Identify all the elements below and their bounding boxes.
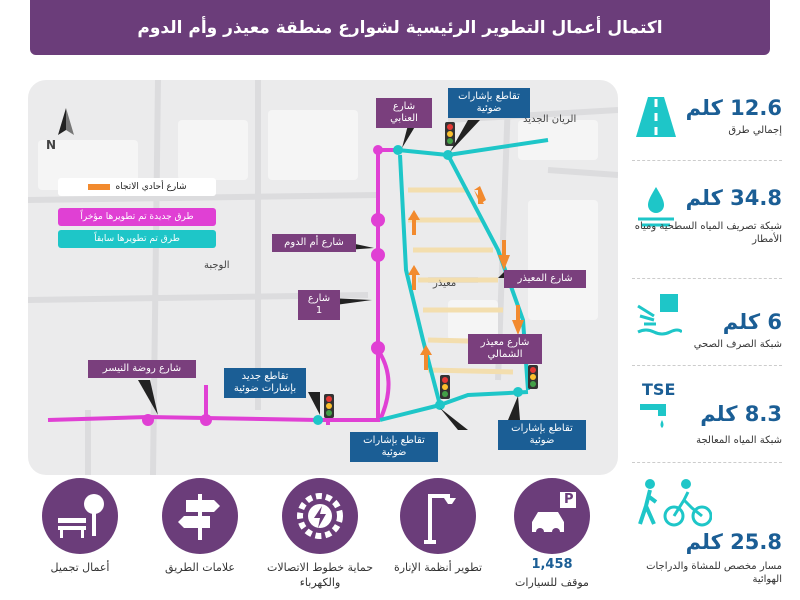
tse-tap-icon: TSE: [636, 380, 686, 430]
stat-sewage-number: 6 كلم: [722, 310, 782, 334]
power-protection-icon: [282, 478, 358, 554]
stat-sewage-label: شبكة الصرف الصحي: [693, 339, 782, 350]
stat-drain-number: 34.8 كلم: [685, 186, 782, 210]
legend-new-roads: طرق جديدة تم تطويرها مؤخراً: [58, 208, 216, 226]
north-arrow-icon: [58, 108, 74, 135]
park-bench-icon: [42, 478, 118, 554]
callout-muaither-north: شارع معيذر الشمالي: [468, 334, 542, 364]
new-road-nodes: [142, 145, 385, 426]
divider: [632, 365, 782, 366]
area-rayyan: الريان الجديد: [523, 114, 577, 125]
callout-muaither: شارع المعيذر: [504, 270, 586, 288]
rain-drain-icon: [634, 185, 678, 229]
legend-old-roads-label: طرق تم تطويرها سابقاً: [94, 234, 180, 244]
stat-roads-number: 12.6 كلم: [685, 96, 782, 120]
parking-p: P: [564, 492, 574, 507]
stat-paths-label: مسار مخصص للمشاة والدراجات الهوائية: [646, 561, 782, 585]
street-light-icon: [400, 478, 476, 554]
beautification-label: أعمال تجميل: [50, 561, 110, 574]
traffic-light-icons: [324, 122, 538, 418]
callout-signal-bottom-right: تقاطع بإشارات ضوئية: [498, 420, 586, 450]
protection-label: حماية خطوط الاتصالات والكهرباء: [266, 561, 374, 589]
orange-arrow-icon: [87, 184, 110, 190]
north-label: N: [46, 138, 57, 152]
area-wajba: الوجبة: [204, 260, 230, 271]
legend-old-roads: طرق تم تطويرها سابقاً: [58, 230, 216, 248]
area-muaither: معيذر: [433, 278, 457, 289]
stat-roads-label: إجمالي طرق: [728, 125, 782, 136]
sewage-icon: [634, 292, 684, 336]
divider: [632, 462, 782, 463]
background-blocks: [38, 110, 598, 340]
callout-signal-bottom-mid: تقاطع بإشارات ضوئية: [350, 432, 438, 462]
signal-nodes: [313, 145, 523, 425]
callout-new-signal: تقاطع جديد بإشارات ضوئية: [224, 368, 306, 398]
one-way-arrows: [408, 186, 524, 370]
parking-number: 1,458: [531, 557, 573, 572]
page-title: اكتمال أعمال التطوير الرئيسية لشوارع منط…: [30, 0, 770, 55]
road-sign-icon: [162, 478, 238, 554]
legend-new-roads-label: طرق جديدة تم تطويرها مؤخراً: [80, 212, 194, 222]
map-canvas: [28, 80, 618, 475]
stat-tse-label: شبكة المياه المعالجة: [696, 435, 782, 446]
callout-signal-top: تقاطع بإشارات ضوئية: [448, 88, 530, 118]
pedestrian-cyclist-icon: [636, 478, 713, 528]
parking-label: موقف للسيارات: [515, 576, 589, 589]
callout-pointers: [138, 120, 520, 430]
stat-paths-number: 25.8 كلم: [685, 530, 782, 554]
road-icon: [634, 95, 678, 139]
legend-one-way-label: شارع أحادي الاتجاه: [115, 182, 187, 192]
title-text: اكتمال أعمال التطوير الرئيسية لشوارع منط…: [137, 17, 663, 38]
signs-label: علامات الطريق: [165, 561, 235, 574]
callout-anabi: شارع العنابي: [376, 98, 432, 128]
car-parking-icon: P: [514, 478, 590, 554]
stat-tse-number: 8.3 كلم: [700, 402, 782, 426]
tse-text: TSE: [642, 380, 676, 399]
divider: [632, 160, 782, 161]
legend-one-way: شارع أحادي الاتجاه: [58, 178, 216, 196]
lighting-label: تطوير أنظمة الإنارة: [393, 561, 483, 574]
callout-rawdat: شارع روضة النيسر: [88, 360, 196, 378]
map: N الريان الجديد الوجبة معيذر شارع أحادي …: [28, 80, 618, 475]
divider: [632, 278, 782, 279]
stat-drain-label: شبكة تصريف المياه السطحية ومياه الأمطار: [634, 221, 782, 245]
callout-street1: شارع 1: [298, 290, 340, 320]
callout-umm-aldoom: شارع أم الدوم: [272, 234, 356, 252]
